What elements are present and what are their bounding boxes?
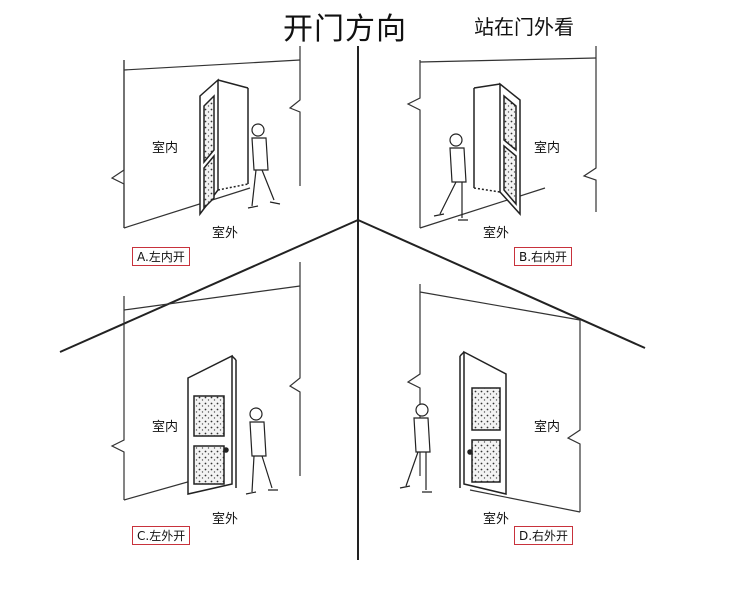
panel-c-inside-label: 室内 — [152, 420, 179, 435]
panel-d-inside-label: 室内 — [534, 420, 561, 435]
panel-d-tag: D.右外开 — [514, 526, 574, 545]
panel-c-tag: C.左外开 — [132, 526, 191, 545]
door-c — [187, 354, 237, 495]
panel-a-outside-label: 室外 — [212, 226, 239, 241]
panel-a-tag: A.左内开 — [132, 247, 190, 266]
panel-a-walls — [110, 46, 301, 229]
panel-dividers — [59, 46, 646, 560]
page-title: 开门方向 — [283, 12, 407, 47]
door-d — [459, 350, 507, 495]
panel-d-outside-label: 室外 — [483, 512, 510, 527]
right-diagonal-divider — [357, 219, 646, 349]
door-a — [199, 78, 249, 217]
panel-c-walls — [110, 262, 301, 501]
left-diagonal-divider — [59, 219, 359, 353]
page-subtitle: 站在门外看 — [474, 15, 574, 39]
panel-b-inside-label: 室内 — [534, 141, 561, 156]
person-d-icon — [399, 403, 432, 493]
panel-a-inside-label: 室内 — [152, 141, 179, 156]
person-b-icon — [433, 133, 468, 221]
person-c-icon — [245, 407, 278, 495]
panel-b-tag: B.右内开 — [514, 247, 573, 266]
door-b — [473, 82, 521, 216]
panel-d-walls — [406, 284, 581, 513]
panel-c-outside-label: 室外 — [212, 512, 239, 527]
panel-b-outside-label: 室外 — [483, 226, 510, 241]
person-a-icon — [247, 123, 281, 209]
panel-b-walls — [406, 46, 597, 229]
